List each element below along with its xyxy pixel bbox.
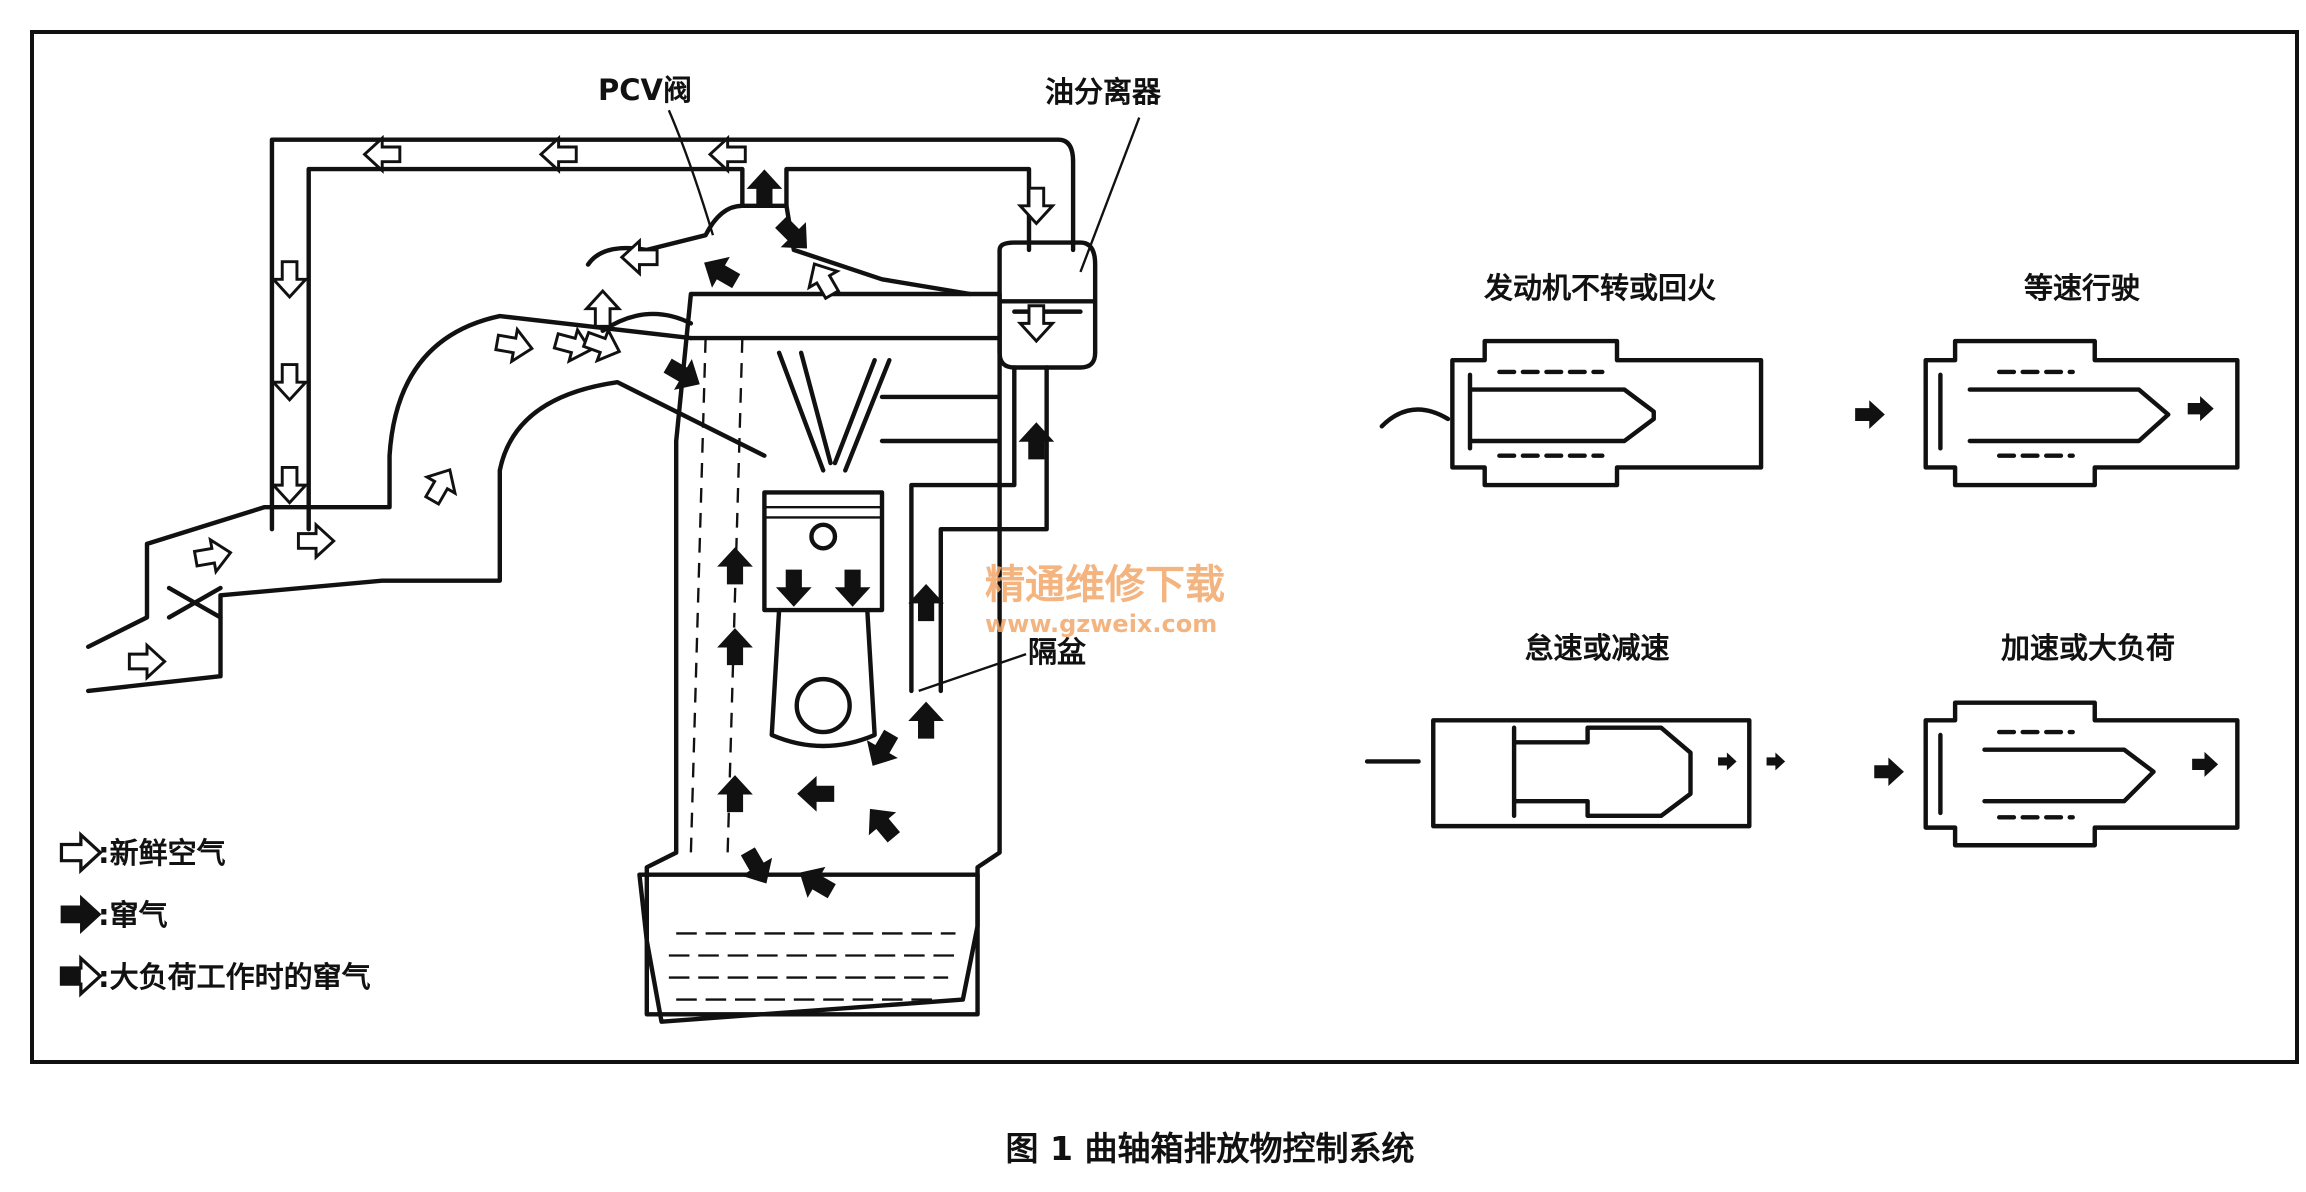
oil-separator-label: 油分离器 [1045,75,1162,109]
cylinder-wall [689,338,744,853]
figure-frame [30,30,2299,1064]
legend-fresh-air: :新鲜空气 [98,836,226,870]
legend-heavy-load-blowby: :大负荷工作时的窜气 [98,960,371,994]
pcv-valve-label: PCV阀 [598,73,692,107]
throttle [166,585,223,620]
separator-return-pipe [909,365,1049,694]
oil-pan [637,872,980,1024]
watermark-url: www.gzweix.com [985,610,1217,638]
baffle-leader [918,653,1027,693]
oil-separator [997,240,1098,370]
black-arrow-icon [60,895,102,933]
state-label-idle: 怠速或减速 [1524,631,1669,665]
blowby-arrows [659,169,1054,906]
connecting-rod [769,607,877,749]
pcv-leader [667,109,715,236]
valve-cruise [1855,338,2240,488]
state-label-engine-off: 发动机不转或回火 [1483,271,1716,305]
state-label-acceleration: 加速或大负荷 [2001,631,2175,665]
intake-duct [85,313,767,694]
piston-rings [764,505,883,519]
baffle-label: 隔盆 [1028,635,1087,669]
valve-acceleration [1874,700,2240,848]
engine-block [644,291,1002,1017]
valve-engine-off [1379,338,1764,488]
engine-diagram [59,109,2240,1024]
crankshaft [794,676,852,735]
watermark-title: 精通维修下载 [985,562,1225,608]
white-arrow-icon [59,833,102,873]
half-black-arrow-icon [59,956,102,996]
engine-valves [776,350,892,473]
piston [762,490,885,613]
piston-pin [809,522,838,551]
figure-caption: 图 1 曲轴箱排放物控制系统 [1006,1129,1415,1168]
state-label-cruise: 等速行驶 [2024,271,2140,305]
valve-idle [1364,718,1785,829]
separator-leader [1079,117,1141,273]
oil-level [668,932,956,1001]
legend-blowby: :窜气 [98,898,168,932]
